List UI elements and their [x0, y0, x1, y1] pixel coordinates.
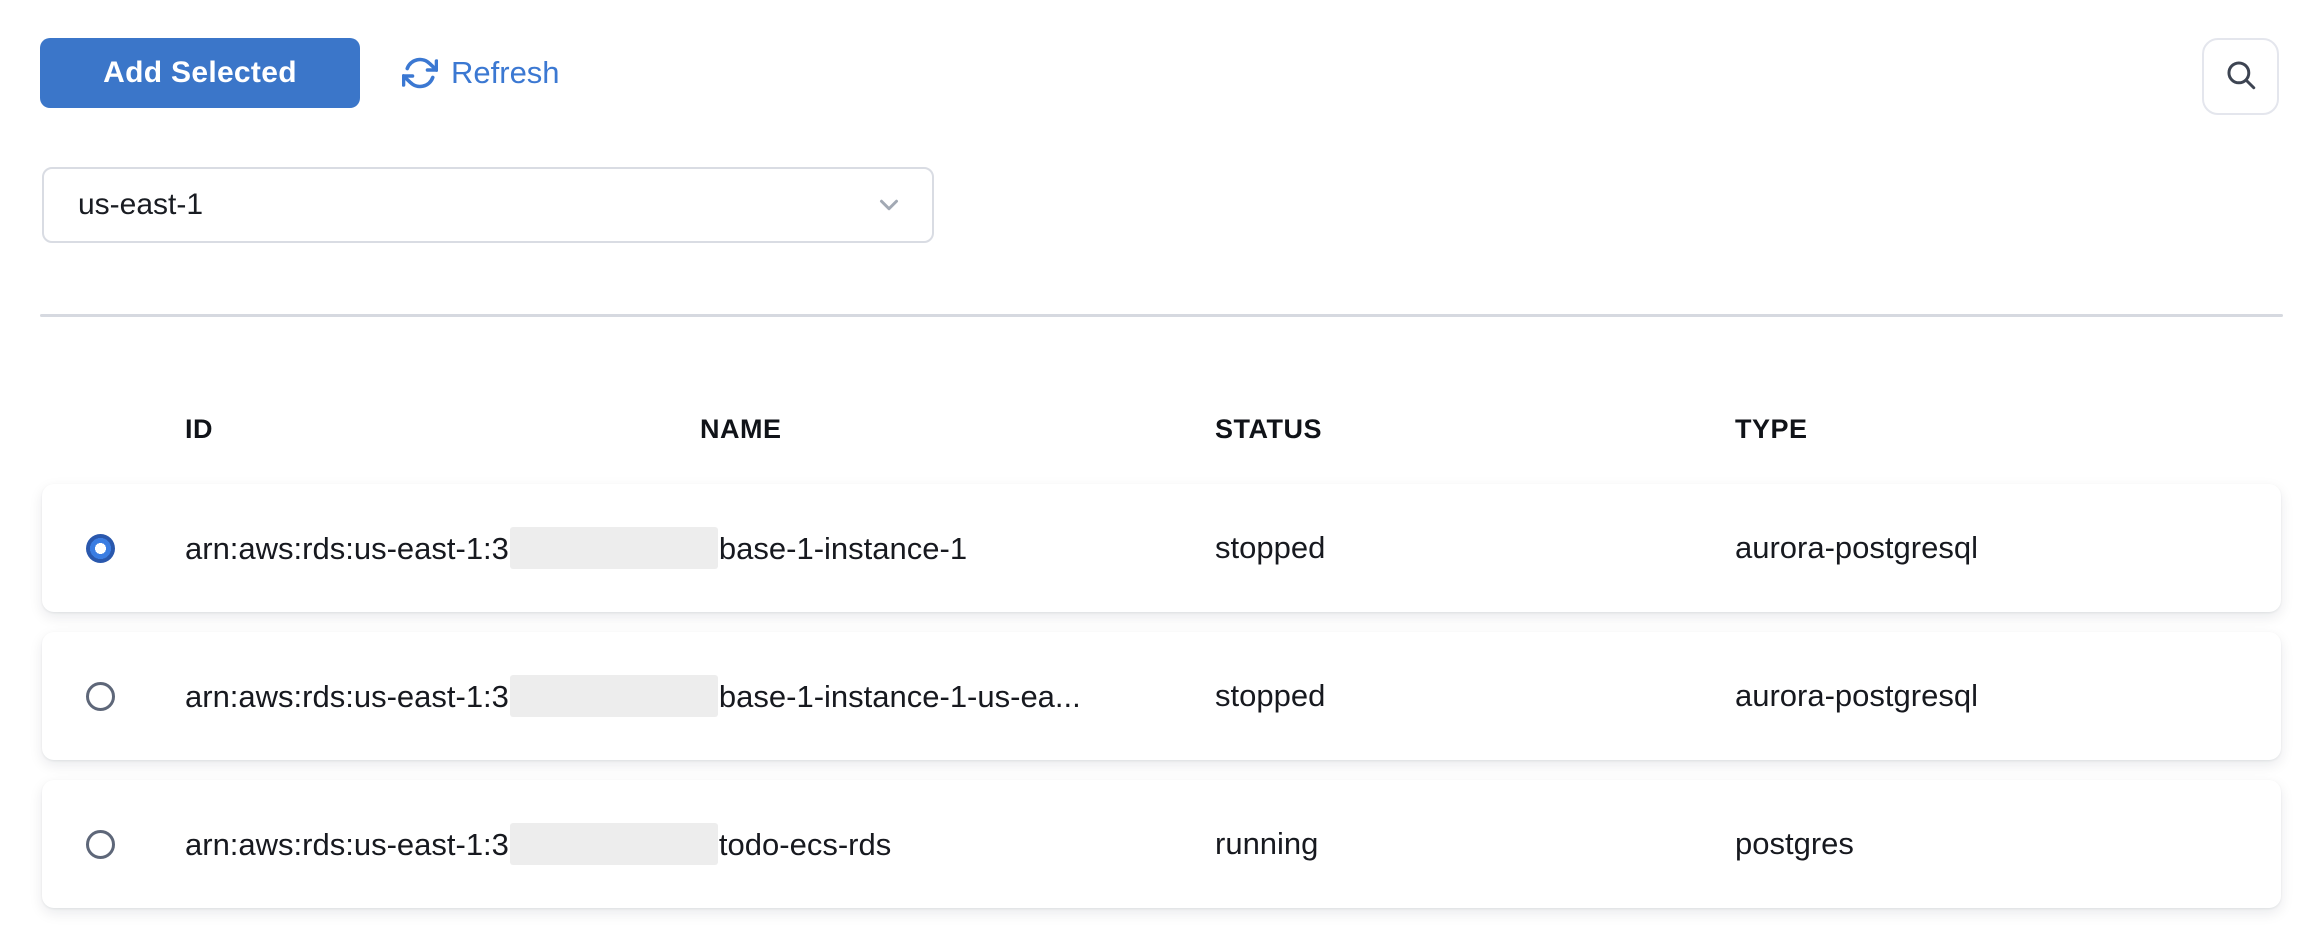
refresh-label: Refresh	[451, 55, 560, 91]
row-status: running	[1215, 826, 1735, 862]
table-header: ID NAME STATUS TYPE	[40, 414, 2283, 444]
region-select-value: us-east-1	[78, 188, 203, 222]
row-status: stopped	[1215, 530, 1735, 566]
divider	[40, 314, 2283, 317]
row-status: stopped	[1215, 678, 1735, 714]
id-prefix: arn:aws:rds:us-east-1:3	[185, 531, 509, 566]
search-icon	[2224, 58, 2258, 95]
row-type: aurora-postgresql	[1735, 678, 2281, 714]
radio-cell	[42, 830, 185, 859]
radio-button[interactable]	[86, 534, 115, 563]
row-id: arn:aws:rds:us-east-1:3 todo-ecs-rds	[185, 823, 1215, 865]
radio-button[interactable]	[86, 830, 115, 859]
column-header-id: ID	[185, 414, 700, 445]
column-header-status: STATUS	[1215, 414, 1735, 445]
table-row[interactable]: arn:aws:rds:us-east-1:3 base-1-instance-1…	[42, 632, 2281, 760]
redacted-text	[510, 823, 718, 865]
redacted-text	[510, 527, 718, 569]
row-type: postgres	[1735, 826, 2281, 862]
radio-button[interactable]	[86, 682, 115, 711]
table-row[interactable]: arn:aws:rds:us-east-1:3 base-1-instance-1…	[42, 484, 2281, 612]
row-type: aurora-postgresql	[1735, 530, 2281, 566]
column-header-name: NAME	[700, 414, 1215, 445]
search-button[interactable]	[2202, 38, 2279, 115]
region-select[interactable]: us-east-1	[42, 167, 934, 243]
radio-cell	[42, 682, 185, 711]
row-id: arn:aws:rds:us-east-1:3 base-1-instance-1	[185, 527, 1215, 569]
id-prefix: arn:aws:rds:us-east-1:3	[185, 679, 509, 714]
column-header-type: TYPE	[1735, 414, 2283, 445]
redacted-text	[510, 675, 718, 717]
refresh-button[interactable]: Refresh	[402, 38, 560, 108]
id-suffix: base-1-instance-1-us-ea...	[719, 679, 1081, 714]
id-prefix: arn:aws:rds:us-east-1:3	[185, 827, 509, 862]
id-suffix: todo-ecs-rds	[719, 827, 891, 862]
table-row[interactable]: arn:aws:rds:us-east-1:3 todo-ecs-rds runn…	[42, 780, 2281, 908]
id-suffix: base-1-instance-1	[719, 531, 967, 566]
radio-cell	[42, 534, 185, 563]
row-id: arn:aws:rds:us-east-1:3 base-1-instance-1…	[185, 675, 1215, 717]
refresh-icon	[402, 55, 438, 91]
chevron-down-icon	[874, 190, 904, 220]
add-selected-button[interactable]: Add Selected	[40, 38, 360, 108]
